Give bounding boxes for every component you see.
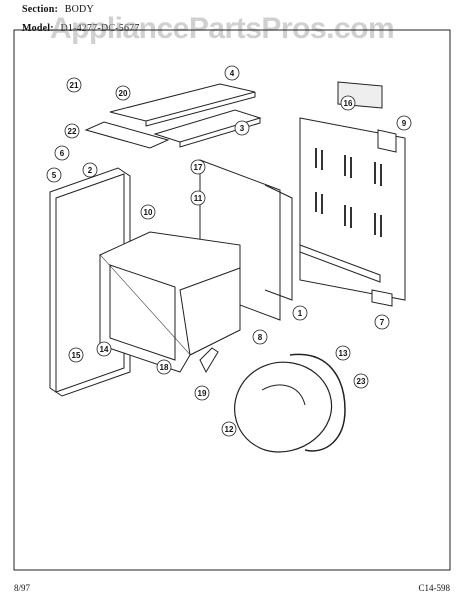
section-value: BODY [64,4,94,15]
callout-20: 20 [119,89,128,98]
part-insulation-fold [261,384,306,406]
callout-7: 7 [380,318,385,327]
callout-12: 12 [225,425,234,434]
callout-23: 23 [357,377,366,386]
callout-21: 21 [70,81,79,90]
part-oven-opening [109,264,176,361]
callout-22: 22 [68,127,77,136]
callout-11: 11 [194,194,203,203]
part-side-flange [264,184,293,301]
callout-6: 6 [60,149,65,158]
part-bracket [371,289,393,307]
callout-4: 4 [230,69,235,78]
watermark: AppliancePartsPros.com [50,12,395,45]
footer-date: 8/97 [14,583,31,593]
callout-3: 3 [240,124,245,133]
part-insulation [234,361,333,453]
part-back-panel-shelf [299,244,381,283]
part-oven-box-right [179,267,241,356]
part-gasket [289,353,346,452]
callout-markers: 1 2 3 4 5 6 7 8 9 10 11 12 13 14 15 16 1… [46,65,412,437]
part-top-rail-edge [145,92,256,127]
header-model: Model: D1-4277-DC-5677 [22,23,140,34]
callout-14: 14 [100,345,109,354]
callout-18: 18 [160,363,169,372]
header-section: Section: BODY [22,4,94,15]
part-window [377,129,397,153]
callout-16: 16 [344,99,353,108]
callout-2: 2 [88,166,93,175]
part-door-frame-inner [55,173,125,393]
part-panel [84,121,170,149]
footer-code: C14-598 [418,583,451,593]
callout-15: 15 [72,351,81,360]
callout-19: 19 [198,389,207,398]
callout-13: 13 [339,349,348,358]
model-value: D1-4277-DC-5677 [60,23,140,34]
callout-5: 5 [52,171,57,180]
part-rail-edge [179,118,261,148]
callout-9: 9 [402,119,407,128]
part-hinge [199,347,219,374]
callout-1: 1 [298,309,303,318]
callout-17: 17 [194,163,203,172]
section-label: Section: [22,4,59,15]
model-label: Model: [22,23,54,34]
callout-8: 8 [258,333,263,342]
callout-10: 10 [144,208,153,217]
